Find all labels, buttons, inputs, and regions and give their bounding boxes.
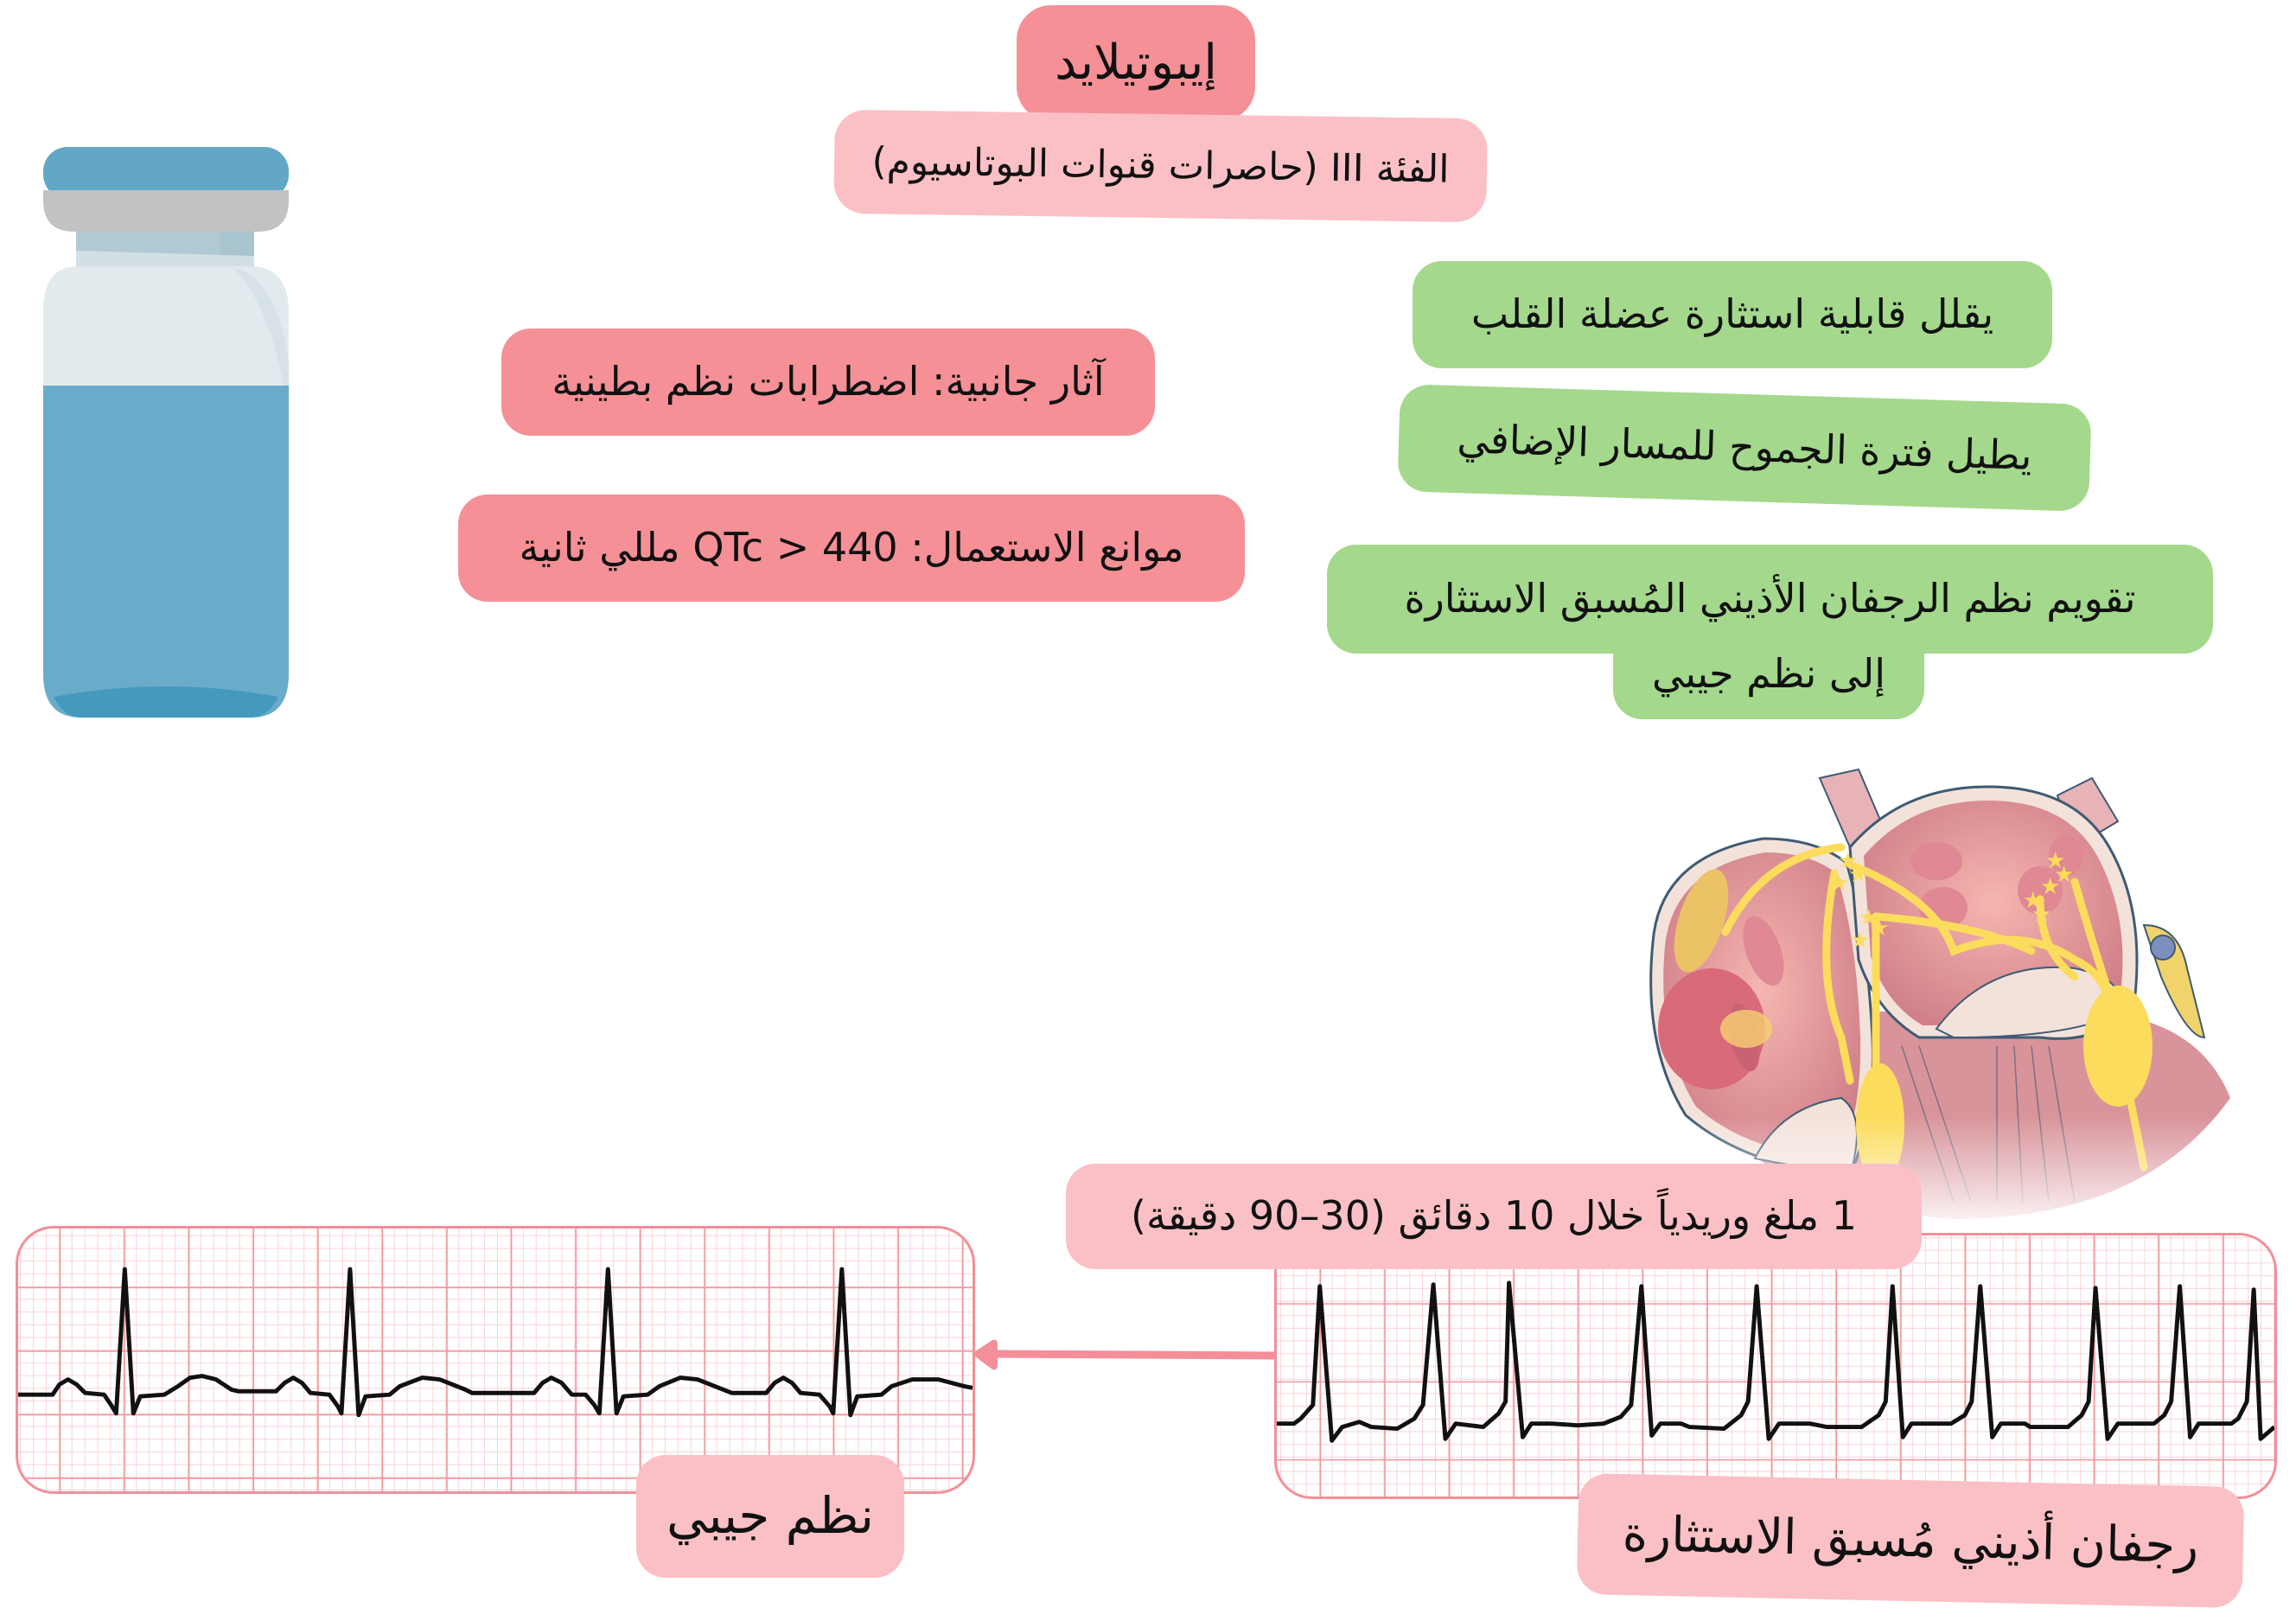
- effect-box-excitability: يقلل قابلية استثارة عضلة القلب: [1413, 261, 2052, 368]
- ecg-strip-sinus-rhythm: [16, 1226, 975, 1494]
- preexcited-af-label: رجفان أذيني مُسبق الاستثارة: [1576, 1472, 2245, 1609]
- heart-conduction-illustration: ★★★ ★★★ ★★★ ★★: [1591, 752, 2296, 1236]
- medication-vial-icon: [43, 147, 289, 718]
- arrow-left-icon: [972, 1339, 1274, 1370]
- drug-class-label: الفئة III (حاصرات قنوات البوتاسيوم): [833, 109, 1488, 223]
- contraindications-box: موانع الاستعمال: QTc > 440 مللي ثانية: [458, 495, 1245, 602]
- effect-box-cardioversion-line2: إلى نظم جيبي: [1613, 640, 1924, 719]
- sinus-rhythm-label: نظم جيبي: [636, 1455, 904, 1578]
- drug-name-title: إيبوتيلايد: [1017, 5, 1255, 121]
- effect-box-refractory: يطيل فترة الجموح للمسار الإضافي: [1397, 384, 2092, 512]
- side-effects-box: آثار جانبية: اضطرابات نظم بطينية: [501, 329, 1155, 436]
- effect-box-cardioversion-line1: تقويم نظم الرجفان الأذيني المُسبق الاستث…: [1327, 545, 2213, 654]
- ecg-strip-preexcited-af: [1274, 1233, 2277, 1499]
- dosage-box: 1 ملغ وريدياً خلال 10 دقائق (30–90 دقيقة…: [1066, 1164, 1922, 1269]
